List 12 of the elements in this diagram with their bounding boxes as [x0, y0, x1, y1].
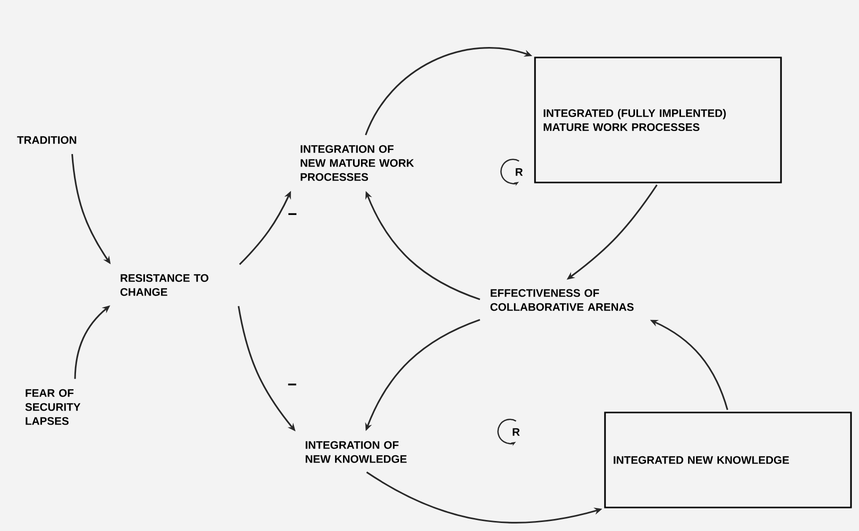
- variable-text: INTEGRATION OF NEW MATURE WORK PROCESSES: [300, 145, 414, 181]
- stock-box: INTEGRATED NEW KNOWLEDGE: [604, 412, 852, 508]
- polarity-sign: −: [286, 382, 298, 391]
- cause-text: FEAR OF SECURITY LAPSES: [25, 389, 80, 425]
- polarity-sign: −: [286, 212, 298, 220]
- loop-label: R: [512, 428, 520, 436]
- cause-text: TRADITION: [17, 136, 76, 144]
- loop-label: R: [516, 168, 523, 176]
- variable-text: INTEGRATION OF NEW KNOWLEDGE: [306, 441, 407, 463]
- variable-text: RESISTANCE TO CHANGE: [120, 274, 208, 296]
- stock-box: INTEGRATED (FULLY IMPLENTED) MATURE WORK PROCESSES: [534, 56, 782, 184]
- variable-text: EFFECTIVENESS OF COLLABORATIVE ARENAS: [490, 289, 634, 311]
